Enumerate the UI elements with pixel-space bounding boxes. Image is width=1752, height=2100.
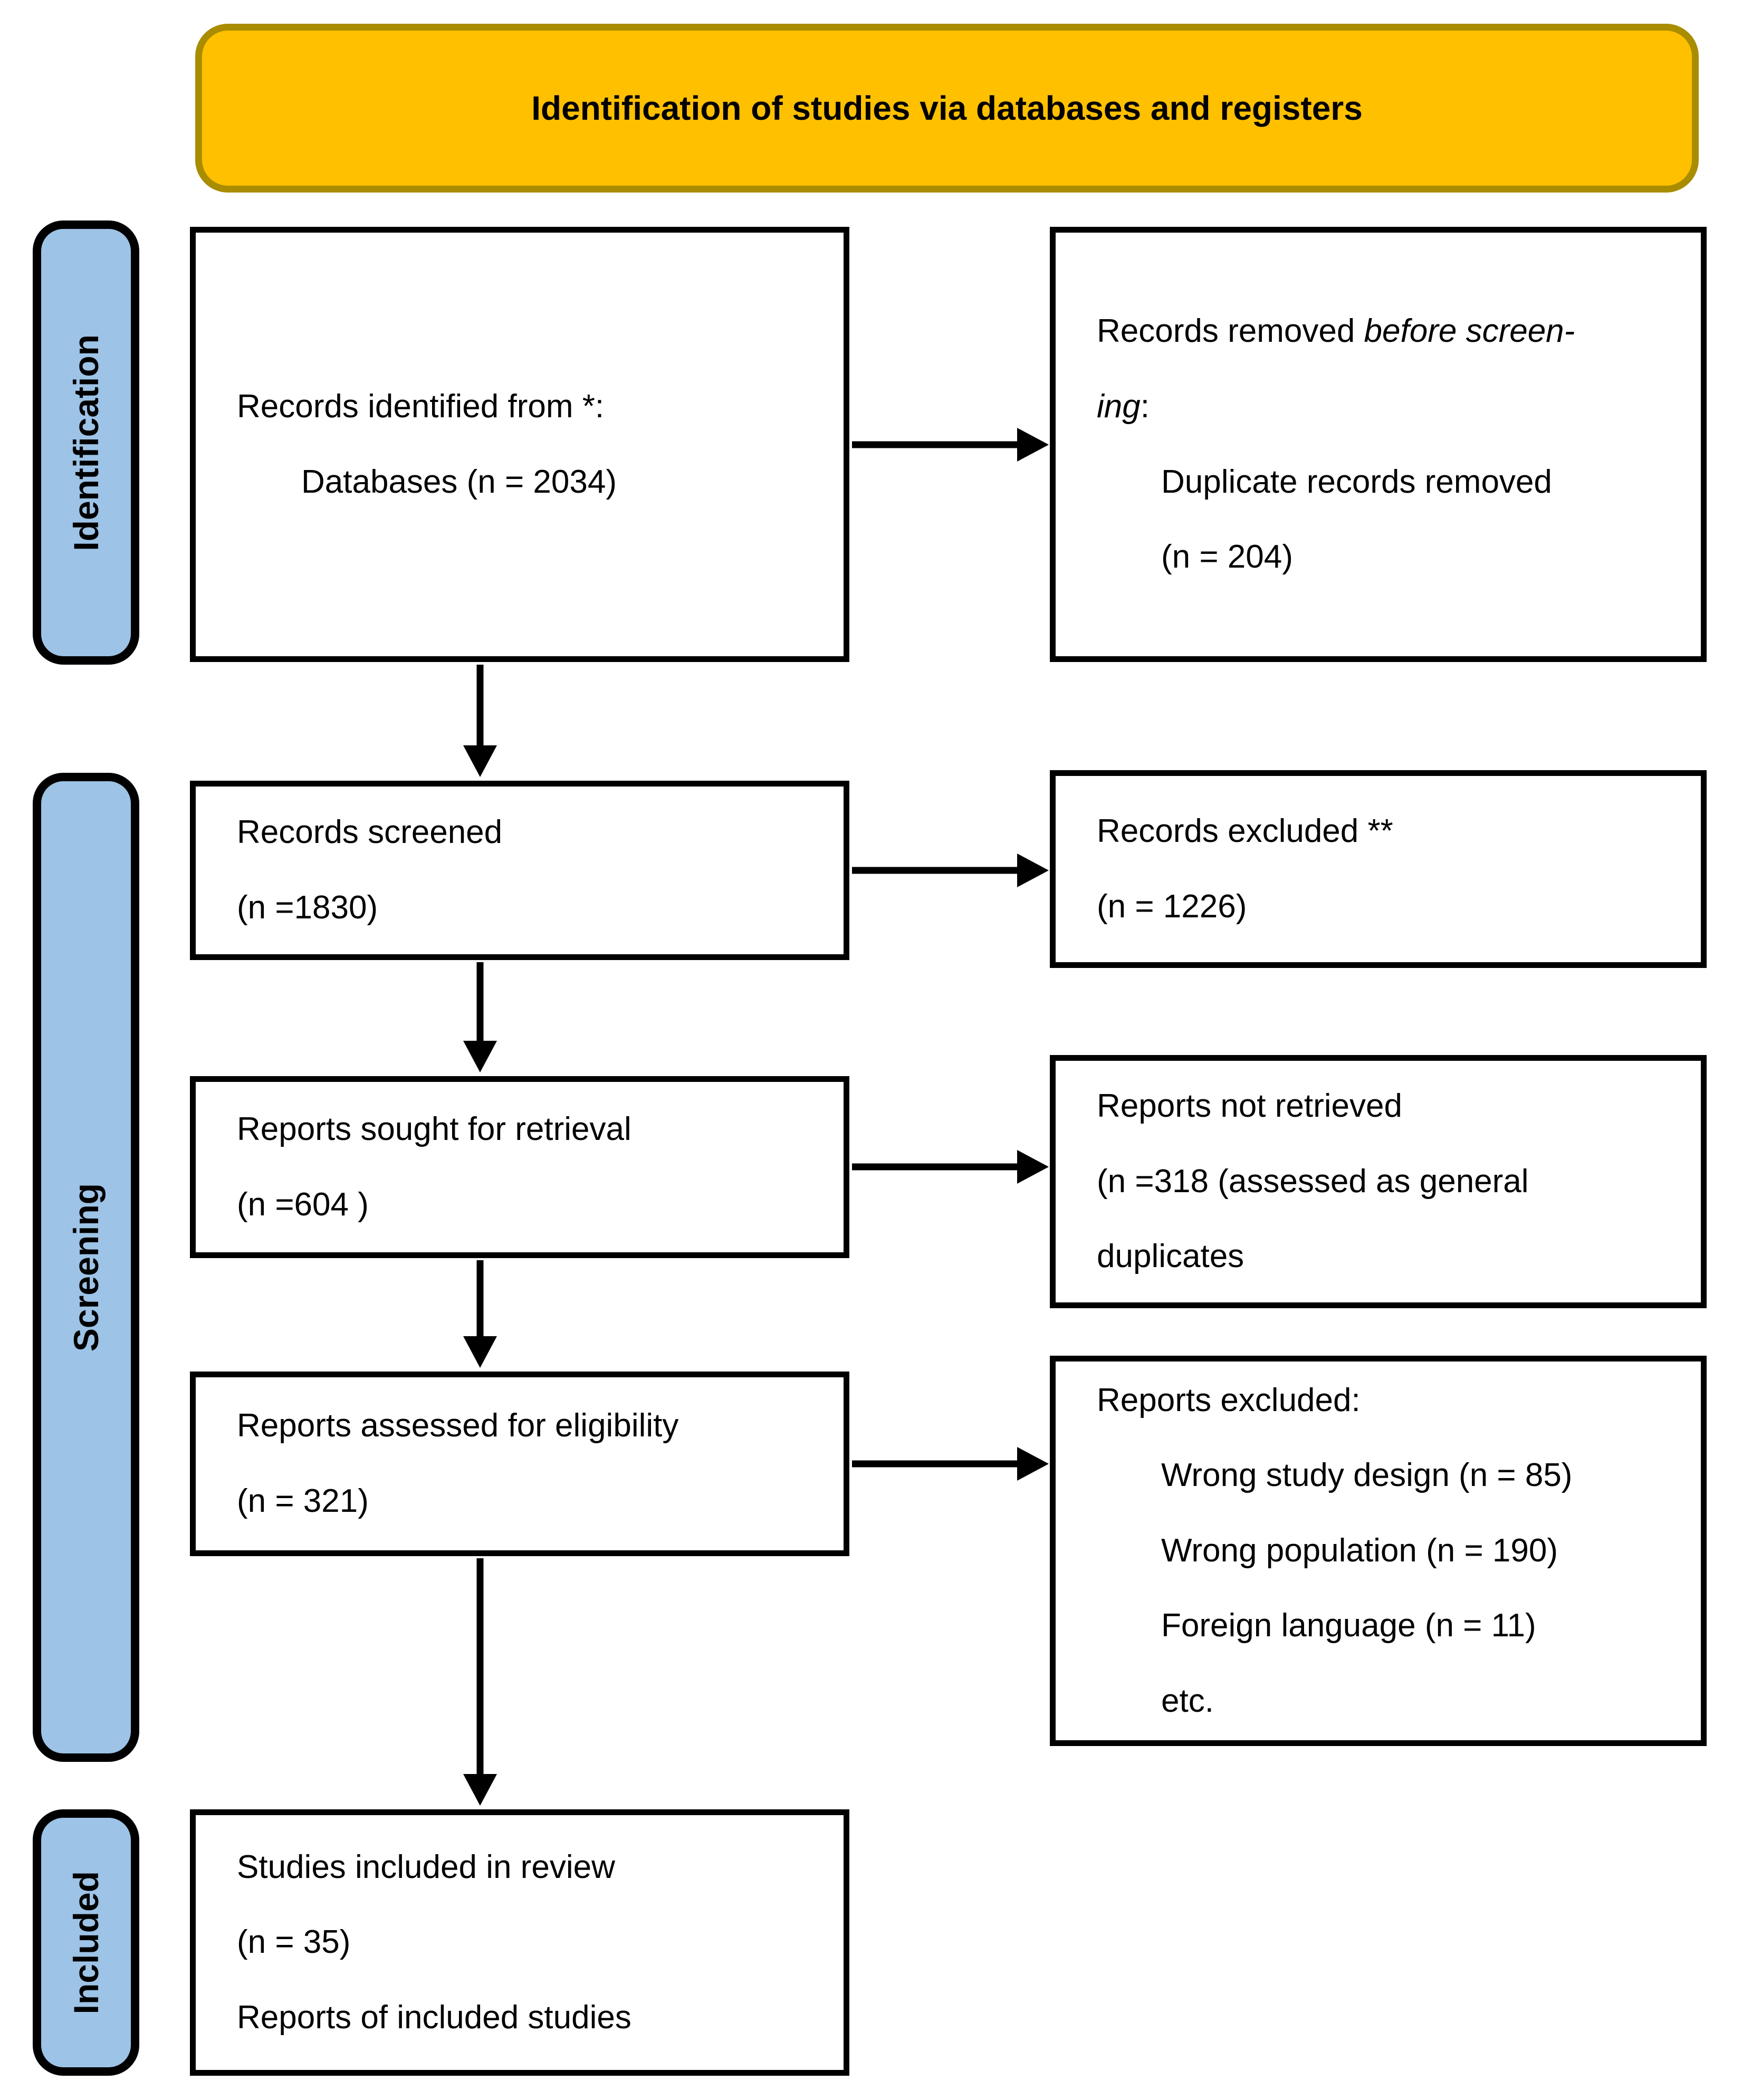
box-text-line: Databases (n = 2034) (301, 463, 617, 500)
stage-label-screening: Screening (33, 773, 139, 1762)
box-text-line: duplicates (1097, 1238, 1244, 1275)
arrow-identified-to-removed (852, 428, 1049, 462)
box-text-line: Reports assessed for eligibility (237, 1407, 679, 1444)
box-reports-assessed: Reports assessed for eligibility (n = 321… (190, 1372, 849, 1556)
arrow-assessed-to-excluded (852, 1447, 1049, 1481)
stage-label-included: Included (33, 1809, 139, 2076)
box-text-line: ing: (1097, 388, 1150, 425)
box-records-excluded: Records excluded ** (n = 1226) (1050, 770, 1707, 968)
box-text-line: Records removed before screen- (1097, 313, 1575, 350)
box-text-line: Reports of included studies (237, 1999, 631, 2036)
box-text-line: Records screened (237, 814, 503, 851)
box-text-line: Reports excluded: (1097, 1382, 1361, 1418)
box-text-line: etc. (1161, 1682, 1214, 1719)
box-studies-included: Studies included in review (n = 35) Report… (190, 1809, 849, 2076)
box-text-line: Studies included in review (237, 1848, 615, 1885)
box-reports-not-retrieved: Reports not retrieved (n =318 (assessed a… (1050, 1055, 1707, 1308)
box-text-line: (n =1830) (237, 889, 378, 926)
title-banner: Identification of studies via databases … (195, 24, 1699, 193)
box-text-line: Foreign language (n = 11) (1161, 1607, 1536, 1644)
box-records-screened: Records screened (n =1830) (190, 781, 849, 960)
box-text-line: (n =604 ) (237, 1186, 369, 1223)
arrow-screened-to-sought (463, 962, 497, 1072)
box-text-line: (n = 1226) (1097, 888, 1247, 925)
stage-label-identification: Identification (33, 220, 139, 665)
box-reports-sought: Reports sought for retrieval (n =604 ) (190, 1076, 849, 1258)
box-text-line: (n = 204) (1161, 539, 1293, 576)
box-text-line: Wrong study design (n = 85) (1161, 1457, 1573, 1494)
title-banner-label: Identification of studies via databases … (531, 89, 1363, 127)
box-reports-excluded: Reports excluded: Wrong study design (n =… (1050, 1356, 1707, 1746)
box-text-line: Duplicate records removed (1161, 463, 1552, 500)
box-text-line: Records identified from *: (237, 388, 605, 425)
box-text-line: (n =318 (assessed as general (1097, 1163, 1529, 1200)
stage-label-included-text: Included (66, 1871, 106, 2015)
stage-label-screening-text: Screening (66, 1183, 106, 1352)
arrow-sought-to-not-retrieved (852, 1150, 1049, 1184)
box-text-line: Records excluded ** (1097, 812, 1393, 849)
arrow-screened-to-excluded (852, 854, 1049, 887)
arrow-identified-to-screened (463, 665, 497, 777)
box-records-removed: Records removed before screen-ing: Duplic… (1050, 227, 1707, 662)
arrow-assessed-to-included (463, 1558, 497, 1806)
box-text-line: (n = 321) (237, 1483, 369, 1519)
box-text-line: Reports sought for retrieval (237, 1110, 631, 1147)
box-text-line: (n = 35) (237, 1924, 351, 1961)
arrow-sought-to-assessed (463, 1260, 497, 1368)
box-records-identified: Records identified from *: Databases (n =… (190, 227, 849, 662)
stage-label-identification-text: Identification (66, 334, 106, 551)
box-text-line: Reports not retrieved (1097, 1088, 1402, 1125)
box-text-line: Wrong population (n = 190) (1161, 1532, 1558, 1569)
